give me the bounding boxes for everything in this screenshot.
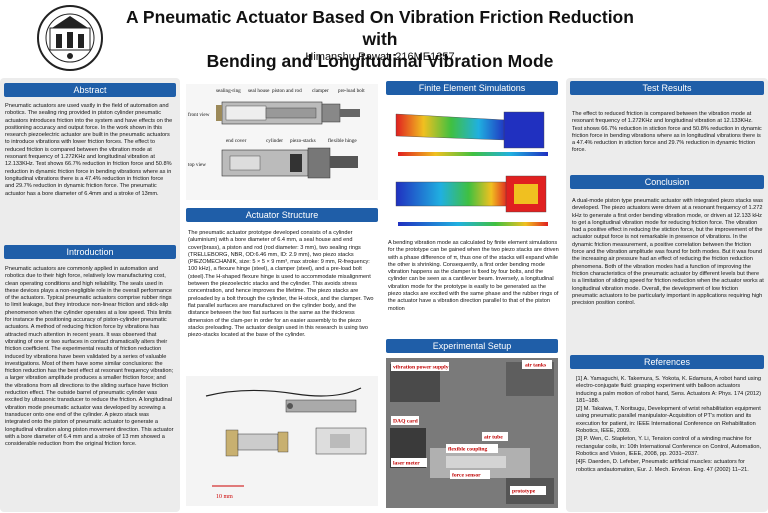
- title-line-2: Bending and Longitudinal Vibration Mode: [206, 51, 554, 71]
- label-piezo-stacks: piezo-stacks: [290, 138, 316, 144]
- introduction-text: Pneumatic actuators are commonly applied…: [5, 266, 174, 448]
- label-scale-bar: 10 mm: [216, 494, 233, 500]
- label-front-view: front view: [188, 111, 210, 118]
- test-results-heading: Test Results: [570, 81, 764, 95]
- fea-figure-bending: [386, 100, 558, 162]
- top-view-drawing: [221, 147, 358, 179]
- conclusion-text: A dual-mode piston type pneumatic actuat…: [572, 198, 764, 307]
- label-flexible-coupling: flexible coupling: [448, 447, 488, 453]
- label-prototype: prototype: [512, 489, 536, 495]
- conclusion-heading: Conclusion: [570, 175, 764, 189]
- experimental-setup-photo: vibration power supply air tanks DAQ car…: [386, 358, 558, 508]
- label-air-tube: air tube: [484, 435, 503, 441]
- label-vibration-power: vibration power supply: [393, 365, 449, 371]
- label-preload-bolt: pre-load bolt: [338, 88, 365, 94]
- fea-longitudinal-drawing: [395, 175, 548, 226]
- references-list: [1] A. Yamaguchi, K. Takemura, S. Yokota…: [576, 376, 762, 475]
- references-heading: References: [570, 355, 764, 369]
- reference-item: [4]F. Daerden, D. Lefeber, Pneumatic art…: [576, 459, 749, 473]
- label-air-tanks: air tanks: [525, 363, 547, 369]
- label-laser-meter: laser meter: [393, 461, 420, 467]
- label-cylinder: cylinder: [266, 138, 283, 144]
- abstract-text: Pneumatic actuators are used vastly in t…: [5, 103, 173, 197]
- structure-drawing: sealing-ring seal house piston and rod c…: [188, 88, 365, 179]
- introduction-heading: Introduction: [4, 245, 176, 259]
- test-results-text: The effect to reduced friction is compar…: [572, 111, 762, 154]
- structure-figure: sealing-ring seal house piston and rod c…: [186, 84, 378, 200]
- label-sealing-ring: sealing-ring: [216, 88, 241, 94]
- poster-header: A Pneumatic Actuator Based On Vibration …: [0, 0, 768, 78]
- label-flexible-hinge: flexible hinge: [328, 137, 357, 144]
- author-line: Himanshu Rawat, 216ME1357: [305, 51, 455, 63]
- title-line-1: A Pneumatic Actuator Based On Vibration …: [126, 7, 634, 49]
- abstract-heading: Abstract: [4, 83, 176, 97]
- fea-bending-drawing: [395, 111, 548, 156]
- institute-logo: [37, 5, 103, 71]
- label-top-view: top view: [188, 162, 206, 168]
- reference-item: [2] M. Takaiwa, T. Noritsugu, Developmen…: [576, 406, 761, 435]
- reference-item: [3] P. Wen, C. Stapleton, Y. Li, Tension…: [576, 436, 762, 457]
- label-force-sensor: force sensor: [452, 473, 481, 479]
- label-clamper: clamper: [312, 88, 329, 94]
- column-4-panel: [566, 78, 768, 512]
- actuator-structure-heading: Actuator Structure: [186, 208, 378, 222]
- actuator-structure-text: The pneumatic actuator prototype develop…: [188, 230, 374, 339]
- label-daq-card: DAQ card: [393, 419, 419, 425]
- label-end-cover: end cover: [226, 138, 247, 144]
- reference-item: [1] A. Yamaguchi, K. Takemura, S. Yokota…: [576, 376, 762, 404]
- fea-text: A bending vibration mode as calculated b…: [388, 240, 559, 312]
- fea-heading: Finite Element Simulations: [386, 81, 558, 95]
- front-view-drawing: [216, 101, 360, 125]
- label-seal-house: seal house: [248, 88, 270, 94]
- experimental-setup-drawing: vibration power supply air tanks DAQ car…: [386, 358, 558, 508]
- fea-figure-longitudinal: [386, 168, 558, 232]
- experimental-setup-heading: Experimental Setup: [386, 339, 558, 353]
- column-1-panel: [0, 78, 180, 512]
- prototype-photo: 10 mm: [186, 376, 378, 506]
- prototype-drawing: 10 mm: [205, 387, 367, 500]
- poster-title: A Pneumatic Actuator Based On Vibration …: [110, 6, 650, 72]
- label-piston-rod: piston and rod: [272, 88, 302, 94]
